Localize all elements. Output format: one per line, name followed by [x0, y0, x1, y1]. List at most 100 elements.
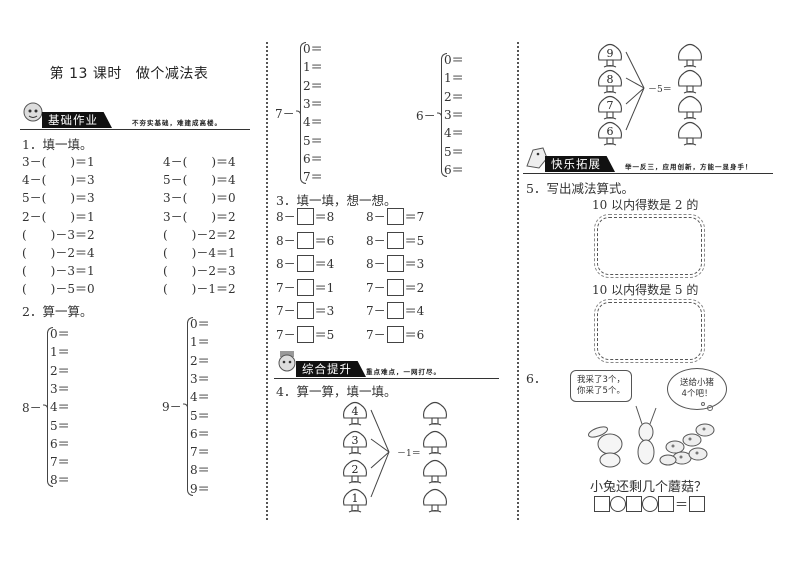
fan-item[interactable]: 6＝: [50, 436, 70, 451]
q3-answer-box[interactable]: [386, 208, 404, 225]
q3-answer-box[interactable]: [296, 208, 314, 225]
fan-item[interactable]: 4＝: [303, 115, 323, 130]
fan-item[interactable]: 0＝: [303, 42, 323, 56]
fan-item[interactable]: 2＝: [190, 353, 210, 368]
q3-answer-box[interactable]: [296, 255, 314, 272]
mushroom-number: 3: [351, 434, 359, 447]
q3-answer-box[interactable]: [296, 278, 314, 296]
fan-item[interactable]: 3＝: [303, 96, 323, 111]
q3-result: ＝3: [314, 304, 335, 318]
section-banner-basic: 基础作业 不夯实基础，难建成高楼。: [20, 102, 250, 130]
q5-prompt-2: 10 以内得数是 5 的: [592, 283, 699, 297]
q3-answer-box[interactable]: [386, 231, 404, 249]
mushroom-number: 7: [606, 99, 614, 112]
fan-item[interactable]: 8＝: [50, 473, 70, 488]
q3-answer-box[interactable]: [296, 302, 314, 319]
fan-item[interactable]: 5＝: [303, 133, 323, 148]
answer-box-2[interactable]: [626, 495, 642, 512]
fan-item[interactable]: 2＝: [444, 89, 464, 104]
q1-equation[interactable]: 2－( )＝1: [22, 209, 95, 224]
fan-item[interactable]: 0＝: [444, 53, 464, 67]
q1-equation[interactable]: ( )－3＝1: [22, 264, 95, 279]
fan-item[interactable]: 1＝: [303, 60, 323, 75]
q1-equation[interactable]: ( )－2＝2: [163, 227, 236, 242]
q1-equation[interactable]: 3－( )＝0: [163, 191, 236, 206]
fan-item[interactable]: 2＝: [50, 363, 70, 378]
answer-box-result[interactable]: [689, 495, 706, 512]
q1-equation[interactable]: 5－( )＝4: [163, 173, 236, 188]
fan-item[interactable]: 4＝: [190, 390, 210, 405]
q3-result: ＝6: [404, 327, 425, 342]
fan-item[interactable]: 2＝: [303, 78, 323, 93]
q3-result: ＝8: [314, 210, 335, 224]
fan-item[interactable]: 7＝: [303, 170, 323, 185]
fan-item[interactable]: 0＝: [190, 317, 210, 331]
fan-item[interactable]: 8＝: [190, 463, 210, 478]
fan-item[interactable]: 6＝: [444, 162, 464, 177]
q3-result: ＝1: [314, 280, 335, 295]
fan-item[interactable]: 1＝: [444, 71, 464, 86]
q5-answer-box-2[interactable]: [594, 299, 705, 363]
brace-icon: [187, 317, 193, 496]
answer-box-1[interactable]: [594, 495, 610, 512]
operator-circle-2[interactable]: [642, 495, 658, 512]
fan-item[interactable]: 1＝: [50, 345, 70, 360]
q3-answer-box[interactable]: [296, 325, 314, 343]
q3-minuend: 8－: [366, 233, 386, 248]
operator-circle-1[interactable]: [610, 495, 626, 512]
q1-equation[interactable]: ( )－3＝2: [22, 227, 95, 242]
mushroom-number: 8: [606, 73, 614, 86]
mushroom-answer[interactable]: [421, 458, 449, 486]
fan-item[interactable]: 6＝: [190, 426, 210, 441]
fan-item[interactable]: 9＝: [190, 481, 210, 496]
mushroom-answer[interactable]: [676, 42, 704, 70]
fan-item[interactable]: 3＝: [50, 381, 70, 396]
q1-equation[interactable]: 5－( )＝3: [22, 191, 95, 206]
q1-equation[interactable]: ( )－4＝1: [163, 246, 236, 260]
mushroom-answer[interactable]: [421, 487, 449, 515]
q3-answer-box[interactable]: [386, 278, 404, 296]
fan-item[interactable]: 0＝: [50, 327, 70, 341]
fan-item[interactable]: 7＝: [190, 445, 210, 460]
q1-equation[interactable]: ( )－5＝0: [22, 282, 95, 297]
fan-item[interactable]: 5＝: [444, 144, 464, 159]
answer-box-3[interactable]: [658, 495, 674, 512]
q1-equation[interactable]: 3－( )＝1: [22, 155, 95, 169]
q3-answer-box[interactable]: [386, 255, 404, 272]
q1-equation[interactable]: ( )－1＝2: [163, 282, 236, 297]
mushroom-answer[interactable]: [676, 120, 704, 148]
mushroom-answer[interactable]: [421, 400, 449, 428]
brace-icon: [441, 53, 447, 177]
fan-item[interactable]: 5＝: [190, 408, 210, 423]
q5-answer-box-1[interactable]: [594, 214, 705, 278]
fan-item[interactable]: 5＝: [50, 418, 70, 433]
q3-minuend: 8－: [276, 210, 296, 224]
fan-item[interactable]: 4＝: [50, 400, 70, 415]
section-banner-extension: 快乐拓展 举一反三，应用创新，方能一显身手！: [523, 147, 773, 174]
fan-item[interactable]: 7＝: [50, 455, 70, 470]
q1-equation[interactable]: ( )－2＝4: [22, 246, 95, 260]
mushroom-answer[interactable]: [676, 94, 704, 122]
fan-minuend: 7－: [275, 107, 295, 122]
q1-equation[interactable]: 4－( )＝3: [22, 173, 95, 188]
fan-item[interactable]: 4＝: [444, 126, 464, 141]
mushroom-answer[interactable]: [676, 68, 704, 96]
q3-result: ＝6: [314, 233, 335, 248]
q3-result: ＝3: [404, 257, 425, 271]
q3-answer-box[interactable]: [386, 302, 404, 319]
q1-equation[interactable]: 3－( )＝2: [163, 209, 236, 224]
q5-prompt-1: 10 以内得数是 2 的: [592, 198, 699, 212]
mushroom-answer[interactable]: [421, 429, 449, 457]
fan-item[interactable]: 1＝: [190, 335, 210, 350]
q3-answer-box[interactable]: [386, 325, 404, 343]
q3-minuend: 8－: [366, 210, 386, 224]
q3-result: ＝5: [404, 233, 425, 248]
fan-item[interactable]: 3＝: [190, 371, 210, 386]
q3-heading: 3．填一填，想一想。: [276, 193, 397, 208]
fan-item[interactable]: 3＝: [444, 107, 464, 122]
q3-answer-box[interactable]: [296, 231, 314, 249]
fan-item[interactable]: 6＝: [303, 151, 323, 166]
q1-equation[interactable]: ( )－2＝3: [163, 264, 236, 279]
q1-equation[interactable]: 4－( )＝4: [163, 155, 236, 169]
q2-heading: 2．算一算。: [22, 304, 93, 319]
